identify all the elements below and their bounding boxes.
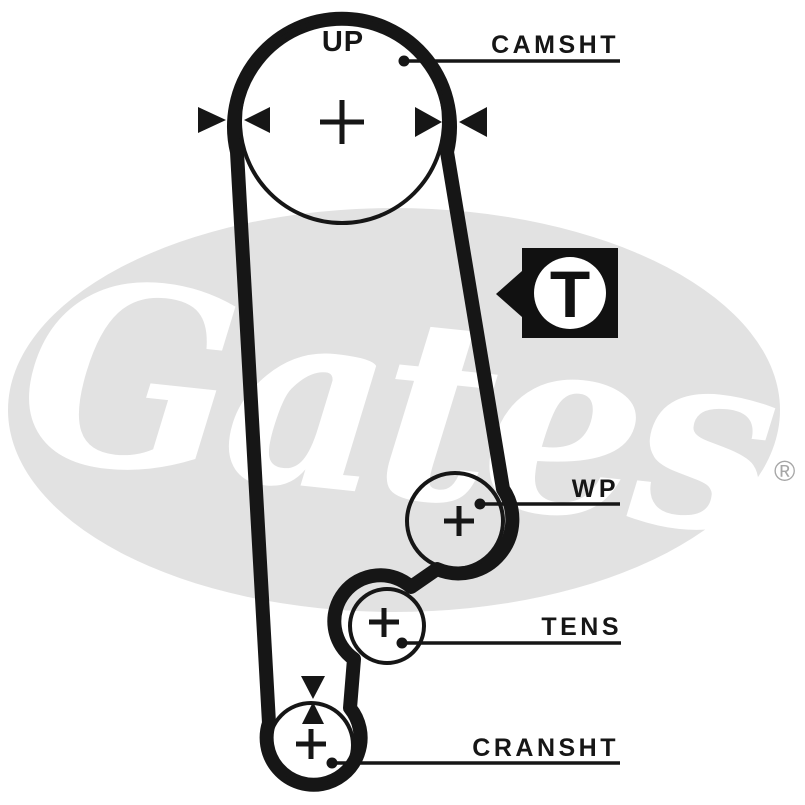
- crankshaft-leader: [326, 757, 620, 769]
- camshaft-center-cross-icon: [320, 100, 364, 144]
- cam-left-inner-arrow-icon: [244, 107, 270, 133]
- crankshaft-center-cross-icon: [296, 729, 326, 759]
- crankshaft-pulley-circle: [267, 701, 355, 789]
- tensioner-pulley-circle: [348, 587, 426, 665]
- water-pump-label: WP: [572, 475, 619, 503]
- tensioner-label: TENS: [541, 613, 622, 641]
- up-direction-label: UP: [322, 26, 364, 58]
- camshaft-label: CAMSHT: [491, 31, 619, 59]
- tensioner-center-cross-icon: [369, 608, 399, 637]
- cam-left-outer-arrow-icon: [198, 107, 226, 133]
- timing-mark-t-label: T: [550, 257, 590, 331]
- registered-trademark-icon: ®: [774, 456, 796, 488]
- crank-mark-up-triangle-icon: [302, 702, 324, 724]
- cam-right-outer-arrow-icon: [459, 107, 487, 137]
- crankshaft-label: CRANSHT: [472, 734, 619, 762]
- camshaft-pulley-circle: [238, 17, 446, 225]
- badge-left-pointer-icon: [496, 271, 522, 317]
- water-pump-center-cross-icon: [444, 506, 474, 536]
- timing-belt-path: [227, 11, 520, 792]
- badge-circle: [534, 257, 606, 329]
- timing-mark-badge: T: [496, 248, 618, 338]
- tensioner-leader: [396, 637, 621, 649]
- water-pump-pulley-circle: [405, 471, 505, 571]
- water-pump-leader: [474, 498, 620, 510]
- crank-mark-down-triangle-icon: [301, 676, 325, 699]
- cam-right-inner-arrow-icon: [415, 107, 442, 137]
- watermark-ellipse: [8, 208, 780, 612]
- camshaft-leader: [398, 55, 620, 67]
